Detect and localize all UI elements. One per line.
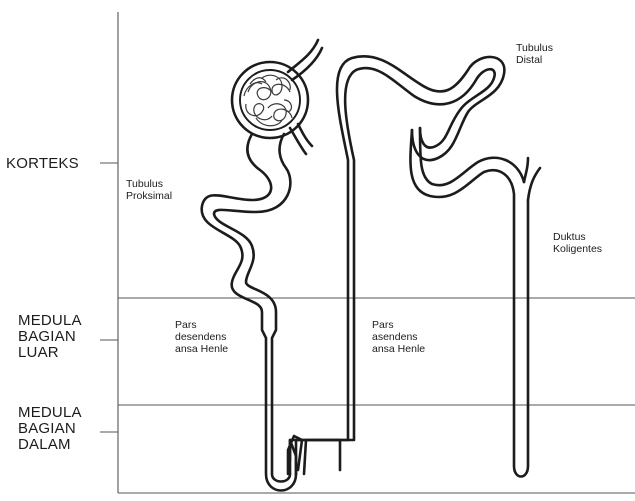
collecting-duct-branch <box>524 158 528 182</box>
part-label-pars-desendens: Pars desendens ansa Henle <box>175 319 229 355</box>
part-line: Distal <box>516 54 542 66</box>
zone-line: DALAM <box>18 436 71 453</box>
part-line: Tubulus <box>516 42 553 54</box>
nephron <box>202 40 540 491</box>
part-line: ansa Henle <box>175 343 228 355</box>
zone-line: BAGIAN <box>18 420 76 437</box>
zone-label-medula-dalam: MEDULA BAGIAN DALAM <box>18 404 85 453</box>
part-line: Tubulus <box>126 178 163 190</box>
part-label-pars-asendens: Pars asendens ansa Henle <box>372 319 425 355</box>
bowman-capsule-outer <box>232 62 308 138</box>
bowman-capsule-inner <box>240 70 300 130</box>
afferent-arteriole <box>288 40 318 72</box>
part-line: ansa Henle <box>372 343 425 355</box>
glomerulus <box>244 75 292 126</box>
proximal-tubule-outer-wall <box>202 134 296 491</box>
zone-line: LUAR <box>18 344 59 361</box>
part-line: asendens <box>372 331 418 343</box>
zone-line: MEDULA <box>18 404 82 421</box>
zone-label-korteks: KORTEKS <box>6 155 79 172</box>
part-line: Pars <box>175 319 197 331</box>
part-line: Duktus <box>553 231 586 243</box>
part-line: desendens <box>175 331 226 343</box>
part-line: Pars <box>372 319 394 331</box>
part-line: Koligentes <box>553 243 602 255</box>
zone-line: MEDULA <box>18 312 82 329</box>
ascending-limb-inner <box>290 68 495 474</box>
proximal-tubule-inner-wall <box>214 134 290 482</box>
part-label-tubulus-distal: Tubulus Distal <box>516 42 556 66</box>
collecting-duct-branch-inner <box>528 168 540 200</box>
part-label-tubulus-proksimal: Tubulus Proksimal <box>126 178 172 202</box>
part-label-duktus-koligentes: Duktus Koligentes <box>553 231 602 255</box>
part-line: Proksimal <box>126 190 172 202</box>
zone-line: KORTEKS <box>6 155 79 172</box>
zone-label-medula-luar: MEDULA BAGIAN LUAR <box>18 312 85 361</box>
ascending-limb-outer-wall <box>288 56 504 474</box>
zone-line: BAGIAN <box>18 328 76 345</box>
